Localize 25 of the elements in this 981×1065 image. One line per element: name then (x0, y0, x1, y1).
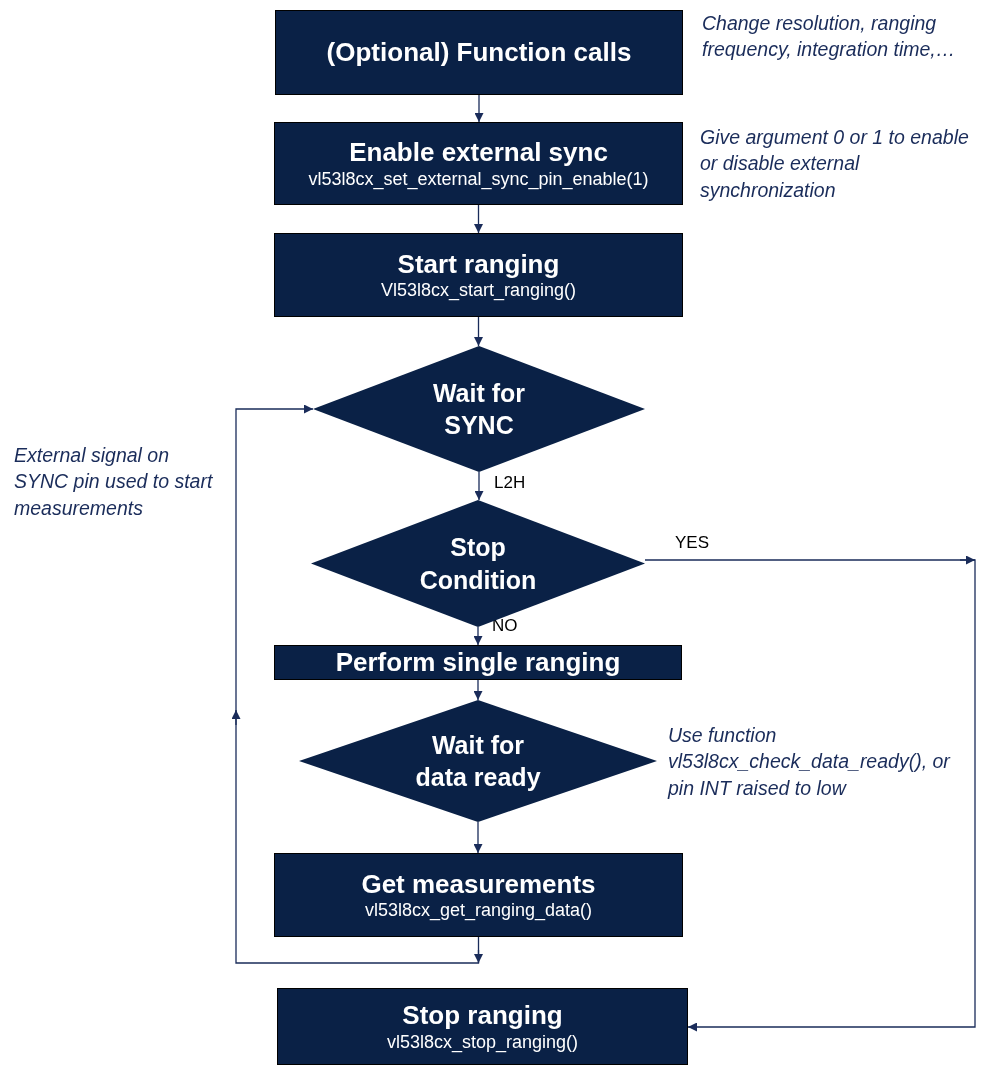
function-call: Vl53l8cx_start_ranging() (380, 280, 577, 302)
decision-diamond (313, 346, 645, 472)
step-title: (Optional) Function calls (326, 36, 632, 69)
function-call: vl53l8cx_get_ranging_data() (364, 900, 593, 922)
step-title: Enable external sync (349, 137, 608, 169)
step-title: Stop ranging (402, 1000, 563, 1032)
function-call: vl53l8cx_set_external_sync_pin_enable(1) (308, 168, 649, 190)
step-title: Stop Condition (418, 532, 538, 596)
step-title: Get measurements (361, 868, 596, 901)
process-box (274, 122, 683, 205)
decision-diamond (299, 700, 657, 822)
step-title: Start ranging (397, 248, 560, 281)
step-title: Wait for SYNC (431, 377, 527, 441)
process-box (275, 10, 683, 95)
step-title: Wait for data ready (414, 729, 542, 793)
note-text: Give argument 0 or 1 to enable or disable external synchronization (700, 125, 970, 203)
process-box (274, 853, 683, 937)
note-text: Change resolution, ranging frequency, integration time,… (702, 11, 957, 63)
process-box (274, 645, 682, 680)
function-call: vl53l8cx_stop_ranging() (386, 1031, 579, 1053)
note-text: Use function vl53l8cx_check_data_ready(), or pin INT raised to low (668, 723, 952, 801)
step-title: Perform single ranging (335, 646, 621, 679)
process-box (274, 233, 683, 317)
process-box (277, 988, 688, 1065)
note-text: External signal on SYNC pin used to start measurements (14, 443, 214, 521)
